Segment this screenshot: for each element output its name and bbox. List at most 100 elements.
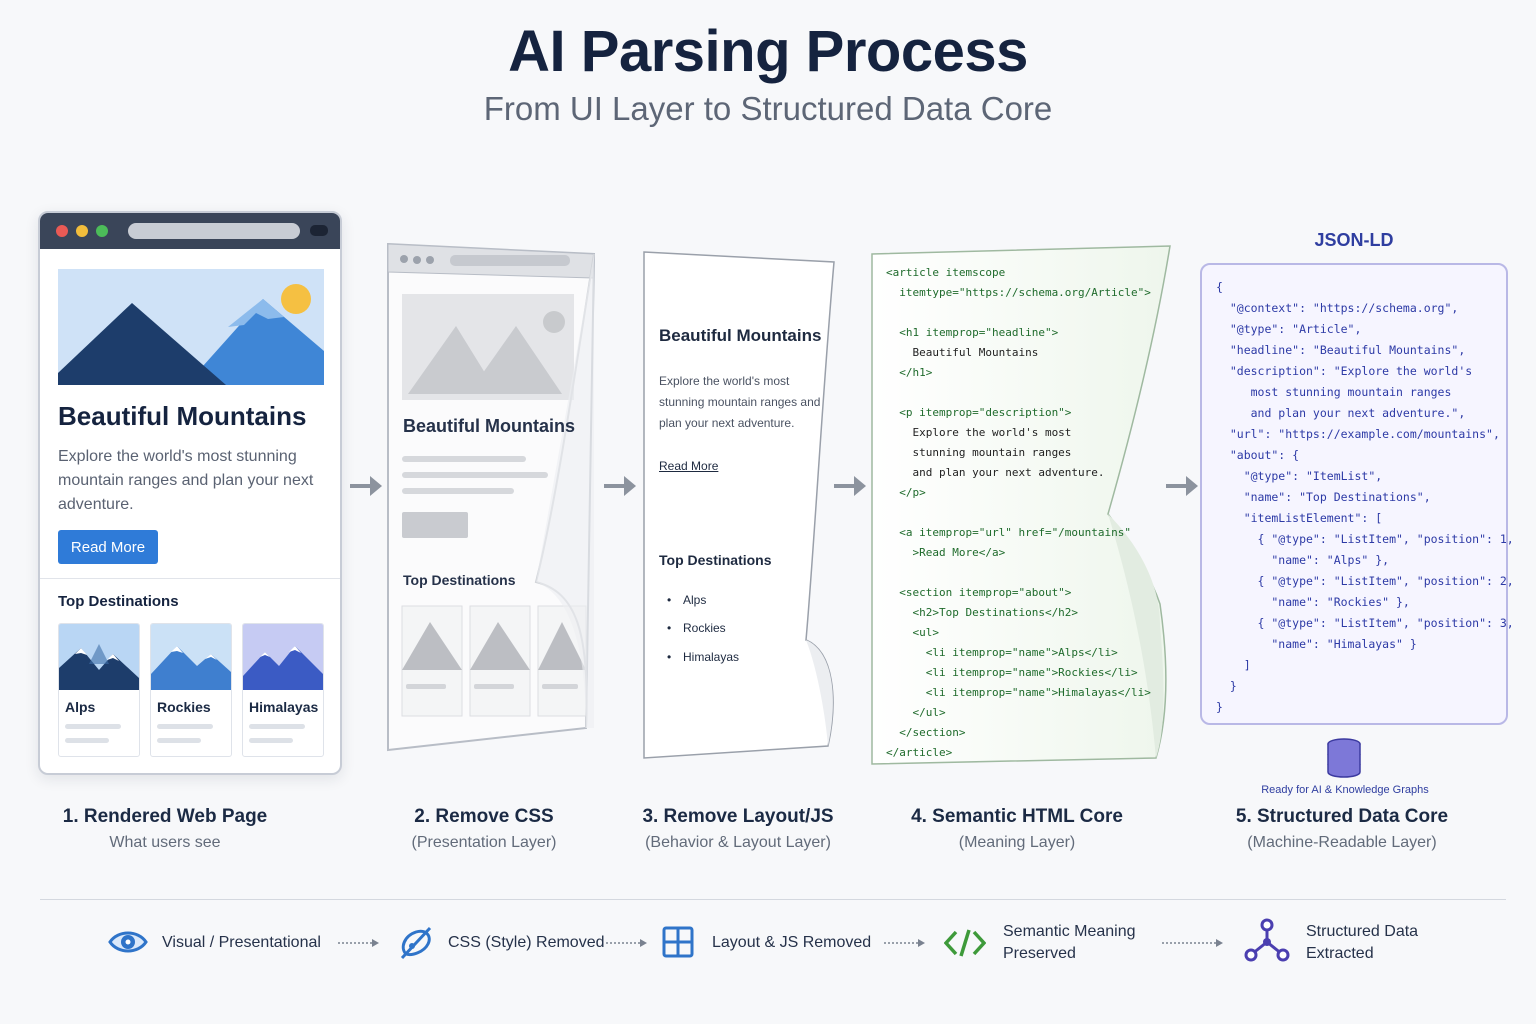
code-line: <a itemprop="url" href="/mountains" [886,526,1132,539]
dotted-arrow-icon [884,939,925,947]
dotted-arrow-icon [606,939,647,947]
code-line: <li itemprop="name">Himalayas</li> [886,686,1151,699]
destination-card-himalayas[interactable]: Himalayas [242,623,324,757]
arrow-right-icon [604,476,636,496]
code-line: </h1> [886,366,933,379]
code-line: </ul> [886,706,946,719]
placeholder-line [65,724,121,729]
caption-subtitle: What users see [109,834,221,851]
eye-icon [108,931,148,953]
code-line: and plan your next adventure. [886,466,1105,479]
code-line: and plan your next adventure.", [1216,406,1466,420]
legend-css: CSS (Style) Removed [448,934,605,951]
grid-icon [662,926,694,958]
caption-title: 5. Structured Data Core [1235,806,1449,827]
read-more-link[interactable]: Read More [659,459,719,473]
list-item: Rockies [667,621,726,635]
code-line: "@type": "Article", [1216,322,1362,336]
code-line: "@context": "https://schema.org", [1216,301,1459,315]
code-line: "itemListElement": [ [1216,511,1383,525]
code-line: most stunning mountain ranges [1216,385,1452,399]
destination-card-alps[interactable]: Alps [58,623,140,757]
code-line: <li itemprop="name">Rockies</li> [886,666,1138,679]
address-bar [128,223,300,239]
caption-stage-1: 1. Rendered Web Page What users see [40,806,290,852]
code-line: </section> [886,726,966,739]
caption-stage-5: 5. Structured Data Core (Machine-Readabl… [1220,806,1464,852]
list-item-label: Rockies [683,621,726,635]
list-item-label: Himalayas [683,650,740,664]
arrow-right-icon [1166,476,1198,496]
rockies-image [151,624,231,690]
code-line: "name": "Top Destinations", [1216,490,1431,504]
jsonld-label: JSON-LD [1314,230,1394,250]
code-line: <h1 itemprop="headline"> [886,326,1059,339]
unstyled-top-heading: Top Destinations [403,572,516,588]
caption-stage-3: 3. Remove Layout/JS (Behavior & Layout L… [624,806,852,852]
ready-for-ai-label: Ready for AI & Knowledge Graphs [1261,784,1429,796]
placeholder-line [249,738,293,743]
text-top-heading: Top Destinations [659,552,772,568]
code-icon [944,929,986,957]
divider [40,578,340,579]
code-line: <h2>Top Destinations</h2> [886,606,1079,619]
arrow-right-icon [350,476,382,496]
caption-stage-4: 4. Semantic HTML Core (Meaning Layer) [900,806,1134,852]
legend-layout: Layout & JS Removed [712,934,872,951]
destination-card-rockies[interactable]: Rockies [150,623,232,757]
read-more-button[interactable]: Read More [58,530,158,564]
arrow-right-icon [834,476,866,496]
code-line: "about": { [1216,448,1300,462]
database-icon [1327,738,1361,778]
code-line: "url": "https://example.com/mountains", [1216,427,1500,441]
maximize-dot-icon [96,225,108,237]
himalayas-image [243,624,323,690]
code-line: <p itemprop="description"> [886,406,1072,419]
code-line: "name": "Rockies" }, [1216,595,1410,609]
dotted-arrow-icon [1162,939,1223,947]
text-description: Explore the world's most stunning mounta… [659,374,821,430]
card-label: Himalayas [249,699,319,715]
alps-image [59,624,139,690]
code-line: { [1216,280,1223,294]
code-line: "@type": "ItemList", [1216,469,1383,483]
semantic-html-document [871,245,1171,765]
code-line: { "@type": "ListItem", "position": 2, [1216,574,1514,588]
code-line: { "@type": "ListItem", "position": 3, [1216,616,1514,630]
legend-visual: Visual / Presentational [162,934,321,951]
caption-stage-2: 2. Remove CSS (Presentation Layer) [384,806,584,852]
page-description: Explore the world's most stunning mounta… [58,448,314,513]
code-line: Beautiful Mountains [886,346,1039,359]
list-item-label: Alps [683,593,707,607]
jsonld-panel [1200,263,1508,725]
placeholder-line [65,738,109,743]
code-line: >Read More</a> [886,546,1006,559]
page-headline: Beautiful Mountains [58,401,307,431]
legend-structured-line1: Structured Data [1306,923,1419,940]
legend-semantic: Semantic Meaning Preserved [1003,921,1136,965]
unstyled-page [387,242,596,752]
code-line: ] [1216,658,1251,672]
code-line: </p> [886,486,926,499]
caption-title: 4. Semantic HTML Core [911,806,1123,827]
legend-semantic-line2: Preserved [1003,945,1076,962]
code-line: { "@type": "ListItem", "position": 1, [1216,532,1514,546]
card-label: Alps [65,699,96,715]
code-line: <ul> [886,626,939,639]
code-line: <section itemprop="about"> [886,586,1072,599]
placeholder-line [157,738,201,743]
placeholder-line [249,724,305,729]
code-line: <li itemprop="name">Alps</li> [886,646,1118,659]
diagram-title: AI Parsing Process [508,19,1028,84]
caption-subtitle: (Machine-Readable Layer) [1247,834,1437,851]
browser-toolbar [40,213,340,249]
text-headline: Beautiful Mountains [659,326,822,345]
caption-subtitle: (Meaning Layer) [958,834,1076,851]
legend-semantic-line1: Semantic Meaning [1003,923,1136,940]
code-line: <article itemscope [886,266,1006,279]
code-line: "name": "Himalayas" } [1216,637,1417,651]
placeholder-line [157,724,213,729]
diagram-subtitle: From UI Layer to Structured Data Core [483,90,1053,127]
minimize-dot-icon [76,225,88,237]
browser-menu-icon [310,225,328,236]
